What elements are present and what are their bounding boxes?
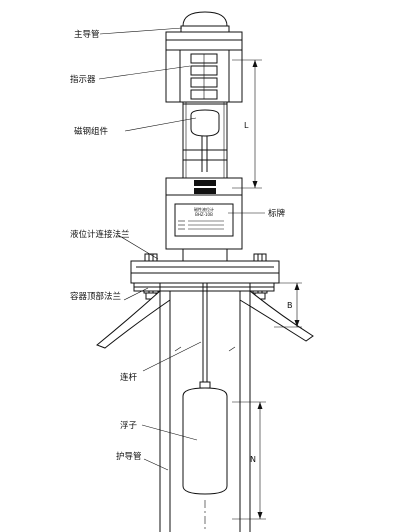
magnetic-steel-assembly xyxy=(190,109,220,172)
label-nameplate: 标牌 xyxy=(268,208,286,219)
dimension-B-label: B xyxy=(287,301,293,310)
callout-level-gauge-flange: 液位计连接法兰 xyxy=(70,229,159,260)
nameplate-line1: 磁性液位计 xyxy=(194,206,214,212)
dimension-L-label: L xyxy=(244,121,249,130)
label-protective-tube: 护导管 xyxy=(116,451,142,462)
protective-tube xyxy=(159,283,251,532)
callout-protective-tube: 护导管 xyxy=(116,451,169,471)
dimension-N: N xyxy=(232,401,266,520)
dimension-L: L xyxy=(232,59,262,189)
nameplate: 磁性液位计 BHZ-10B xyxy=(174,203,234,237)
nameplate-line2: BHZ-10B xyxy=(195,212,213,217)
connecting-rod xyxy=(199,283,211,389)
level-gauge-flange xyxy=(130,260,280,284)
top-cap xyxy=(180,11,230,33)
main-guide-tube xyxy=(165,31,243,178)
callout-magnetic-steel: 磁钢组件 xyxy=(74,117,197,137)
callout-main-guide-tube: 主导管 xyxy=(74,27,183,40)
label-magnetic-steel-assembly: 磁钢组件 xyxy=(74,126,109,137)
callout-float: 浮子 xyxy=(120,420,198,441)
lower-housing: 磁性液位计 BHZ-10B xyxy=(165,177,243,262)
dimension-B: B xyxy=(274,282,302,328)
callout-nameplate: 标牌 xyxy=(228,208,286,219)
callout-connecting-rod: 连杆 xyxy=(120,341,202,383)
label-level-gauge-flange: 液位计连接法兰 xyxy=(70,229,130,240)
dimension-N-label: N xyxy=(250,455,256,464)
label-connecting-rod: 连杆 xyxy=(120,372,138,383)
container-top-flange xyxy=(96,282,314,349)
float xyxy=(182,387,228,495)
label-float: 浮子 xyxy=(120,420,138,431)
label-indicator: 指示器 xyxy=(70,74,96,85)
label-container-top-flange: 容器顶部法兰 xyxy=(70,291,121,302)
callout-indicator: 指示器 xyxy=(70,65,191,85)
label-main-guide-tube: 主导管 xyxy=(74,29,100,40)
callout-container-top-flange: 容器顶部法兰 xyxy=(70,287,149,302)
indicator-flaps xyxy=(190,53,218,100)
